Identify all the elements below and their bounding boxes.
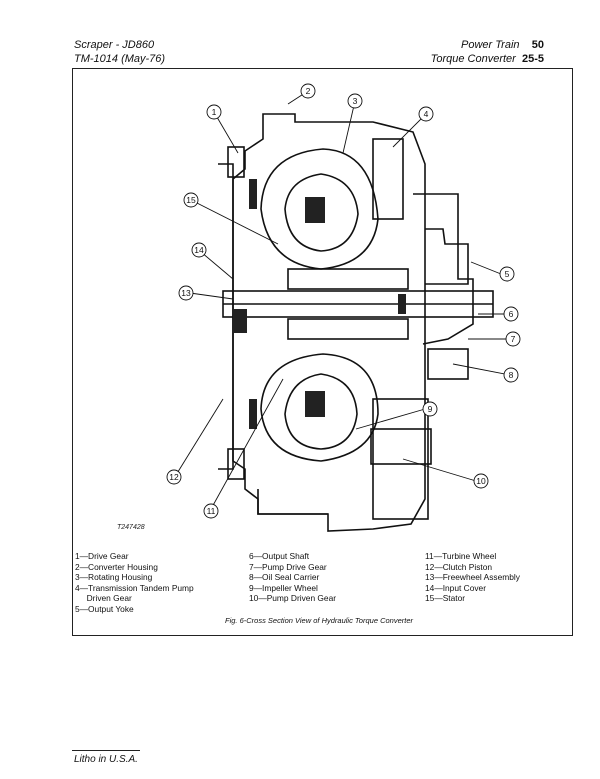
turbine-blade-upper bbox=[305, 197, 325, 223]
torque-converter-drawing: 1 2 3 4 5 6 7 8 9 10 11 12 13 14 15 bbox=[166, 83, 521, 532]
callout-label-10: 10 bbox=[476, 476, 486, 486]
callout-circle-8 bbox=[503, 367, 519, 383]
stator-hub bbox=[287, 268, 409, 290]
legend-column-3: 11—Turbine Wheel 12—Clutch Piston 13—Fre… bbox=[425, 551, 520, 604]
legend-item: 13—Freewheel Assembly bbox=[425, 572, 520, 583]
callout-circle-3 bbox=[347, 93, 363, 109]
legend-item: 14—Input Cover bbox=[425, 582, 486, 593]
page-number: 50 bbox=[531, 39, 544, 51]
callout-circle-15 bbox=[183, 192, 199, 208]
callout-label-13: 13 bbox=[181, 288, 191, 298]
manual-number: TM-1014 (May-76) bbox=[74, 53, 166, 65]
leader-10 bbox=[402, 458, 477, 482]
legend-item: 15—Stator bbox=[425, 593, 466, 604]
callout-label-7: 7 bbox=[511, 334, 516, 344]
upper-torus-inner bbox=[284, 173, 359, 252]
callout-circle-5 bbox=[499, 266, 515, 282]
leader-3 bbox=[342, 100, 356, 154]
callout-circle-2 bbox=[300, 83, 316, 99]
output-yoke-shape bbox=[425, 228, 469, 285]
callout-circle-10 bbox=[473, 473, 489, 489]
pump-driven-gear-shape bbox=[372, 398, 429, 520]
callout-circle-1 bbox=[206, 104, 222, 120]
legend-item: 5—Output Yoke bbox=[75, 603, 134, 614]
footer-text: Litho in U.S.A. bbox=[74, 754, 138, 765]
leader-14 bbox=[200, 251, 234, 280]
callout-label-12: 12 bbox=[169, 472, 179, 482]
seal-block bbox=[398, 294, 406, 314]
callout-label-9: 9 bbox=[428, 404, 433, 414]
legend-column-1: 1—Drive Gear 2—Converter Housing 3—Rotat… bbox=[75, 551, 194, 615]
drive-gear-lower-shape bbox=[227, 448, 245, 480]
footer-rule bbox=[72, 750, 140, 751]
header-right: Power Train 50 Torque Converter 25-5 bbox=[431, 38, 544, 66]
leader-9 bbox=[355, 408, 426, 430]
leader-8 bbox=[452, 363, 511, 376]
legend-item: 2—Converter Housing bbox=[75, 561, 158, 572]
turbine-blade-lower bbox=[305, 391, 325, 417]
leader-12 bbox=[175, 398, 224, 476]
callout-label-5: 5 bbox=[505, 269, 510, 279]
leader-15 bbox=[192, 200, 279, 245]
callout-circle-7 bbox=[505, 331, 521, 347]
housing-foot bbox=[257, 489, 328, 515]
callout-label-1: 1 bbox=[212, 107, 217, 117]
legend-column-2: 6—Output Shaft 7—Pump Drive Gear 8—Oil S… bbox=[249, 551, 336, 604]
leader-13 bbox=[189, 292, 234, 300]
clutch-section-lower bbox=[249, 399, 257, 429]
legend-item: 12—Clutch Piston bbox=[425, 561, 493, 572]
callout-circle-6 bbox=[503, 306, 519, 322]
callout-label-8: 8 bbox=[509, 370, 514, 380]
callout-label-14: 14 bbox=[194, 245, 204, 255]
machine-model: Scraper - JD860 bbox=[74, 39, 155, 51]
oil-seal-carrier-shape bbox=[427, 348, 469, 380]
section-subtitle: Torque Converter bbox=[430, 53, 516, 65]
callout-label-15: 15 bbox=[186, 195, 196, 205]
pump-gear-upper bbox=[372, 138, 404, 220]
legend-item: 11—Turbine Wheel bbox=[425, 551, 497, 561]
callout-circle-4 bbox=[418, 106, 434, 122]
callout-circle-14 bbox=[191, 242, 207, 258]
section-title: Power Train bbox=[461, 39, 520, 51]
leader-5 bbox=[470, 261, 502, 275]
callout-circle-9 bbox=[422, 401, 438, 417]
legend-item: 8—Oil Seal Carrier bbox=[249, 572, 320, 583]
callout-label-3: 3 bbox=[353, 96, 358, 106]
legend-item: 3—Rotating Housing bbox=[75, 572, 153, 583]
legend-item: Driven Gear bbox=[75, 593, 132, 604]
callout-label-11: 11 bbox=[207, 506, 216, 516]
leader-11 bbox=[210, 378, 284, 510]
legend-item: 6—Output Shaft bbox=[249, 551, 310, 561]
leader-4 bbox=[392, 113, 427, 148]
legend-item: 7—Pump Drive Gear bbox=[249, 561, 327, 572]
figure-frame: 1 2 3 4 5 6 7 8 9 10 11 12 13 14 15 T247… bbox=[72, 68, 573, 636]
figure-caption: Fig. 6-Cross Section View of Hydraulic T… bbox=[225, 616, 413, 625]
lower-torus-inner bbox=[284, 373, 358, 450]
clutch-section-upper bbox=[249, 179, 257, 209]
legend-item: 10—Pump Driven Gear bbox=[249, 593, 337, 604]
pump-housing-outline bbox=[413, 193, 474, 345]
stator-hub-lower bbox=[287, 318, 409, 340]
lower-torus-outline bbox=[260, 353, 379, 462]
section-number: 25-5 bbox=[521, 53, 544, 65]
callout-circle-11 bbox=[203, 503, 219, 519]
callout-circle-12 bbox=[166, 469, 182, 485]
legend-item: 4—Transmission Tandem Pump bbox=[75, 582, 194, 593]
figure-id: T247428 bbox=[117, 524, 145, 531]
header-left: Scraper - JD860 TM-1014 (May-76) bbox=[74, 38, 165, 66]
callout-label-4: 4 bbox=[424, 109, 429, 119]
callout-circle-13 bbox=[178, 285, 194, 301]
freewheel-section bbox=[233, 309, 247, 333]
callout-label-2: 2 bbox=[306, 86, 311, 96]
legend-item: 1—Drive Gear bbox=[75, 551, 129, 561]
pump-shaft-stub bbox=[370, 428, 432, 465]
callout-label-6: 6 bbox=[509, 309, 514, 319]
legend-item: 9—Impeller Wheel bbox=[249, 582, 318, 593]
leader-1 bbox=[213, 111, 239, 154]
drive-gear-shape bbox=[227, 146, 245, 178]
